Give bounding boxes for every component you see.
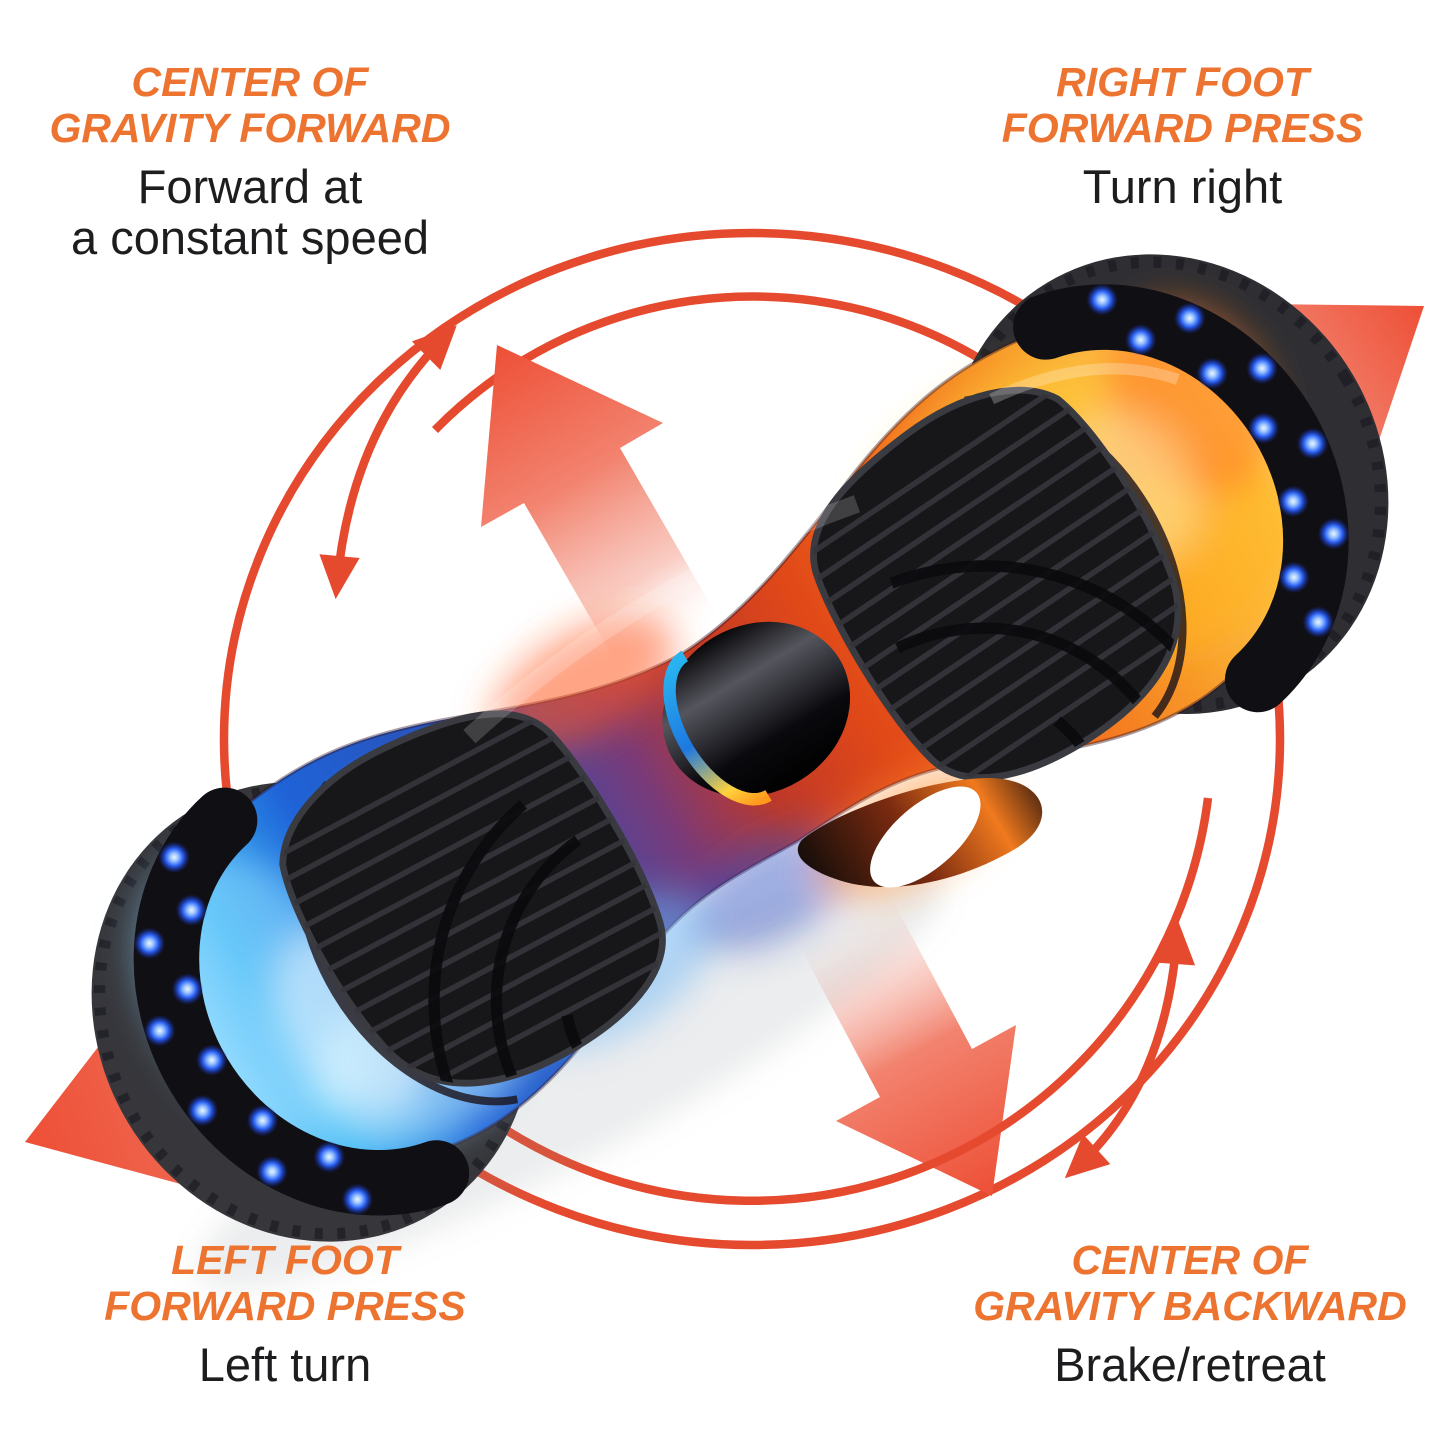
- instruction-top-right: RIGHT FOOT FORWARD PRESS Turn right: [945, 59, 1420, 213]
- description-line: Brake/retreat: [1054, 1337, 1326, 1391]
- instruction-description: Forward at a constant speed: [30, 159, 470, 264]
- heading-line: CENTER OF: [1071, 1237, 1309, 1283]
- up-left-arrow-icon: [481, 345, 720, 676]
- center-hinge: [662, 621, 851, 806]
- left-led-strip: [133, 787, 470, 1216]
- instruction-description: Left turn: [70, 1337, 500, 1391]
- instruction-description: Turn right: [945, 159, 1420, 213]
- gloss-highlight: [463, 363, 1180, 744]
- description-line: Turn right: [1082, 159, 1283, 213]
- double-headed-arc-bottom-right-icon: [1064, 920, 1196, 1179]
- right-led-strip: [1013, 284, 1349, 713]
- heading-line: GRAVITY FORWARD: [49, 104, 451, 151]
- led-lights-left: [133, 841, 374, 1216]
- heading-line: GRAVITY BACKWARD: [973, 1282, 1407, 1329]
- instruction-top-left: CENTER OF GRAVITY FORWARD Forward at a c…: [30, 59, 470, 264]
- instruction-description: Brake/retreat: [945, 1337, 1435, 1391]
- instruction-heading: CENTER OF GRAVITY FORWARD: [30, 59, 470, 152]
- hoverboard: [91, 254, 1389, 1242]
- led-lights-right: [1086, 283, 1350, 638]
- left-foot-pad: [251, 703, 703, 1136]
- carry-handle: [797, 778, 1043, 888]
- instruction-heading: RIGHT FOOT FORWARD PRESS: [945, 59, 1420, 152]
- heading-line: FORWARD PRESS: [1001, 104, 1364, 151]
- heading-line: CENTER OF: [131, 59, 369, 105]
- heading-line: FORWARD PRESS: [104, 1282, 466, 1329]
- rotation-ring-icon: [219, 228, 1285, 1250]
- instruction-heading: CENTER OF GRAVITY BACKWARD: [945, 1237, 1435, 1330]
- heading-line: RIGHT FOOT: [1056, 59, 1309, 105]
- instruction-heading: LEFT FOOT FORWARD PRESS: [70, 1237, 500, 1330]
- heading-line: LEFT FOOT: [171, 1237, 399, 1283]
- instruction-bottom-left: LEFT FOOT FORWARD PRESS Left turn: [70, 1237, 500, 1391]
- double-headed-arc-top-left-icon: [319, 325, 457, 600]
- description-line: Left turn: [198, 1337, 372, 1391]
- instruction-bottom-right: CENTER OF GRAVITY BACKWARD Brake/retreat: [945, 1237, 1435, 1391]
- description-line: a constant speed: [71, 210, 429, 264]
- description-line: Forward at: [137, 159, 363, 213]
